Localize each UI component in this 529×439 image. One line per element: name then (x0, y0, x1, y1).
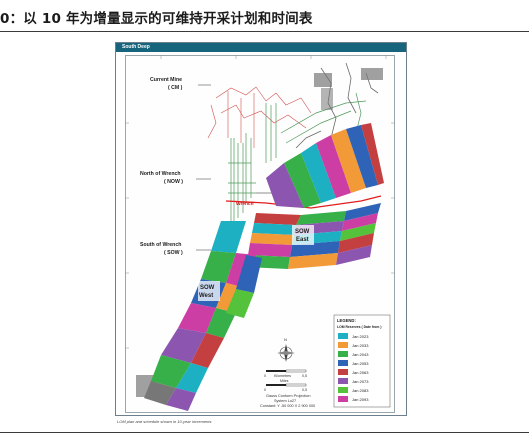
projection-line-2: System Lo27 (274, 399, 296, 403)
map-drawing: Current Mine ( CM ) North of Wrench ( NO… (125, 55, 395, 411)
km-tick-max: 0,5 (302, 374, 307, 378)
km-tick-0: 0 (264, 374, 266, 378)
map-caption: LOM plan and schedule shown in 10-year i… (117, 419, 212, 424)
legend-item-label: Jan 2073 (352, 379, 369, 384)
km-label: Kilometres (274, 374, 291, 378)
development-green-lines (228, 92, 367, 223)
label-wrench: Wrench (236, 201, 254, 207)
legend-swatch (338, 378, 348, 384)
legend-swatch (338, 369, 348, 375)
legend-item-label: Jan 2093 (352, 397, 369, 402)
scale-bar (266, 369, 307, 387)
projection-line-3: Constant: Y -50 000 X 2 900 000 (260, 404, 315, 408)
legend-swatch (338, 333, 348, 339)
legend-swatch (338, 387, 348, 393)
mine-plan-map: South Deep (115, 42, 407, 416)
mile-tick-max: 0,5 (302, 388, 307, 392)
map-header-label: South Deep (122, 44, 150, 50)
legend-title: LEGEND: (337, 318, 356, 323)
legend-item-label: Jan 2053 (352, 361, 369, 366)
legend-swatch (338, 351, 348, 357)
wrench-fault-line (225, 195, 382, 209)
legend-box: LEGEND: LOM Reserves ( Date from ) Jan 2… (333, 314, 391, 408)
bottom-rule (0, 432, 529, 433)
legend-item-label: Jan 2023 (352, 334, 369, 339)
sow-east-reserve-blocks (246, 203, 381, 269)
legend-swatch (338, 342, 348, 348)
label-sow-west: SOW (200, 285, 215, 291)
legend-swatch (338, 396, 348, 402)
projection-line-1: Gauss Conform Projection (266, 394, 311, 398)
label-sow-west-sub: West (199, 293, 213, 299)
legend-subtitle: LOM Reserves ( Date from ) (337, 325, 381, 329)
top-rule (0, 31, 529, 32)
legend-item-label: Jan 2083 (352, 388, 369, 393)
legend-item-label: Jan 2063 (352, 370, 369, 375)
legend-item-label: Jan 2043 (352, 352, 369, 357)
map-header-bar: South Deep (116, 43, 406, 52)
legend-item-label: Jan 2033 (352, 343, 369, 348)
label-sow-east-sub: East (296, 237, 309, 243)
label-current-mine: Current Mine (150, 77, 182, 83)
label-sow-east: SOW (295, 229, 310, 235)
mile-tick-0: 0 (264, 388, 266, 392)
legend-swatch (338, 360, 348, 366)
now-reserve-blocks (266, 123, 384, 208)
label-current-mine-abbr: ( CM ) (168, 85, 183, 91)
label-north-of-wrench: North of Wrench (140, 171, 181, 177)
coordinate-grid-ticks (125, 55, 395, 349)
development-red-lines (207, 86, 312, 148)
miles-label: Miles (280, 379, 289, 383)
figure-title: 0：以 10 年为增量显示的可维持开采计划和时间表 (0, 11, 313, 27)
label-south-of-wrench: South of Wrench (140, 242, 181, 248)
compass-rose-icon (277, 344, 295, 362)
sow-west-reserve-blocks (144, 221, 262, 411)
label-sow-abbr: ( SOW ) (164, 250, 183, 256)
label-now-abbr: ( NOW ) (164, 179, 183, 185)
north-label: N (284, 337, 287, 342)
